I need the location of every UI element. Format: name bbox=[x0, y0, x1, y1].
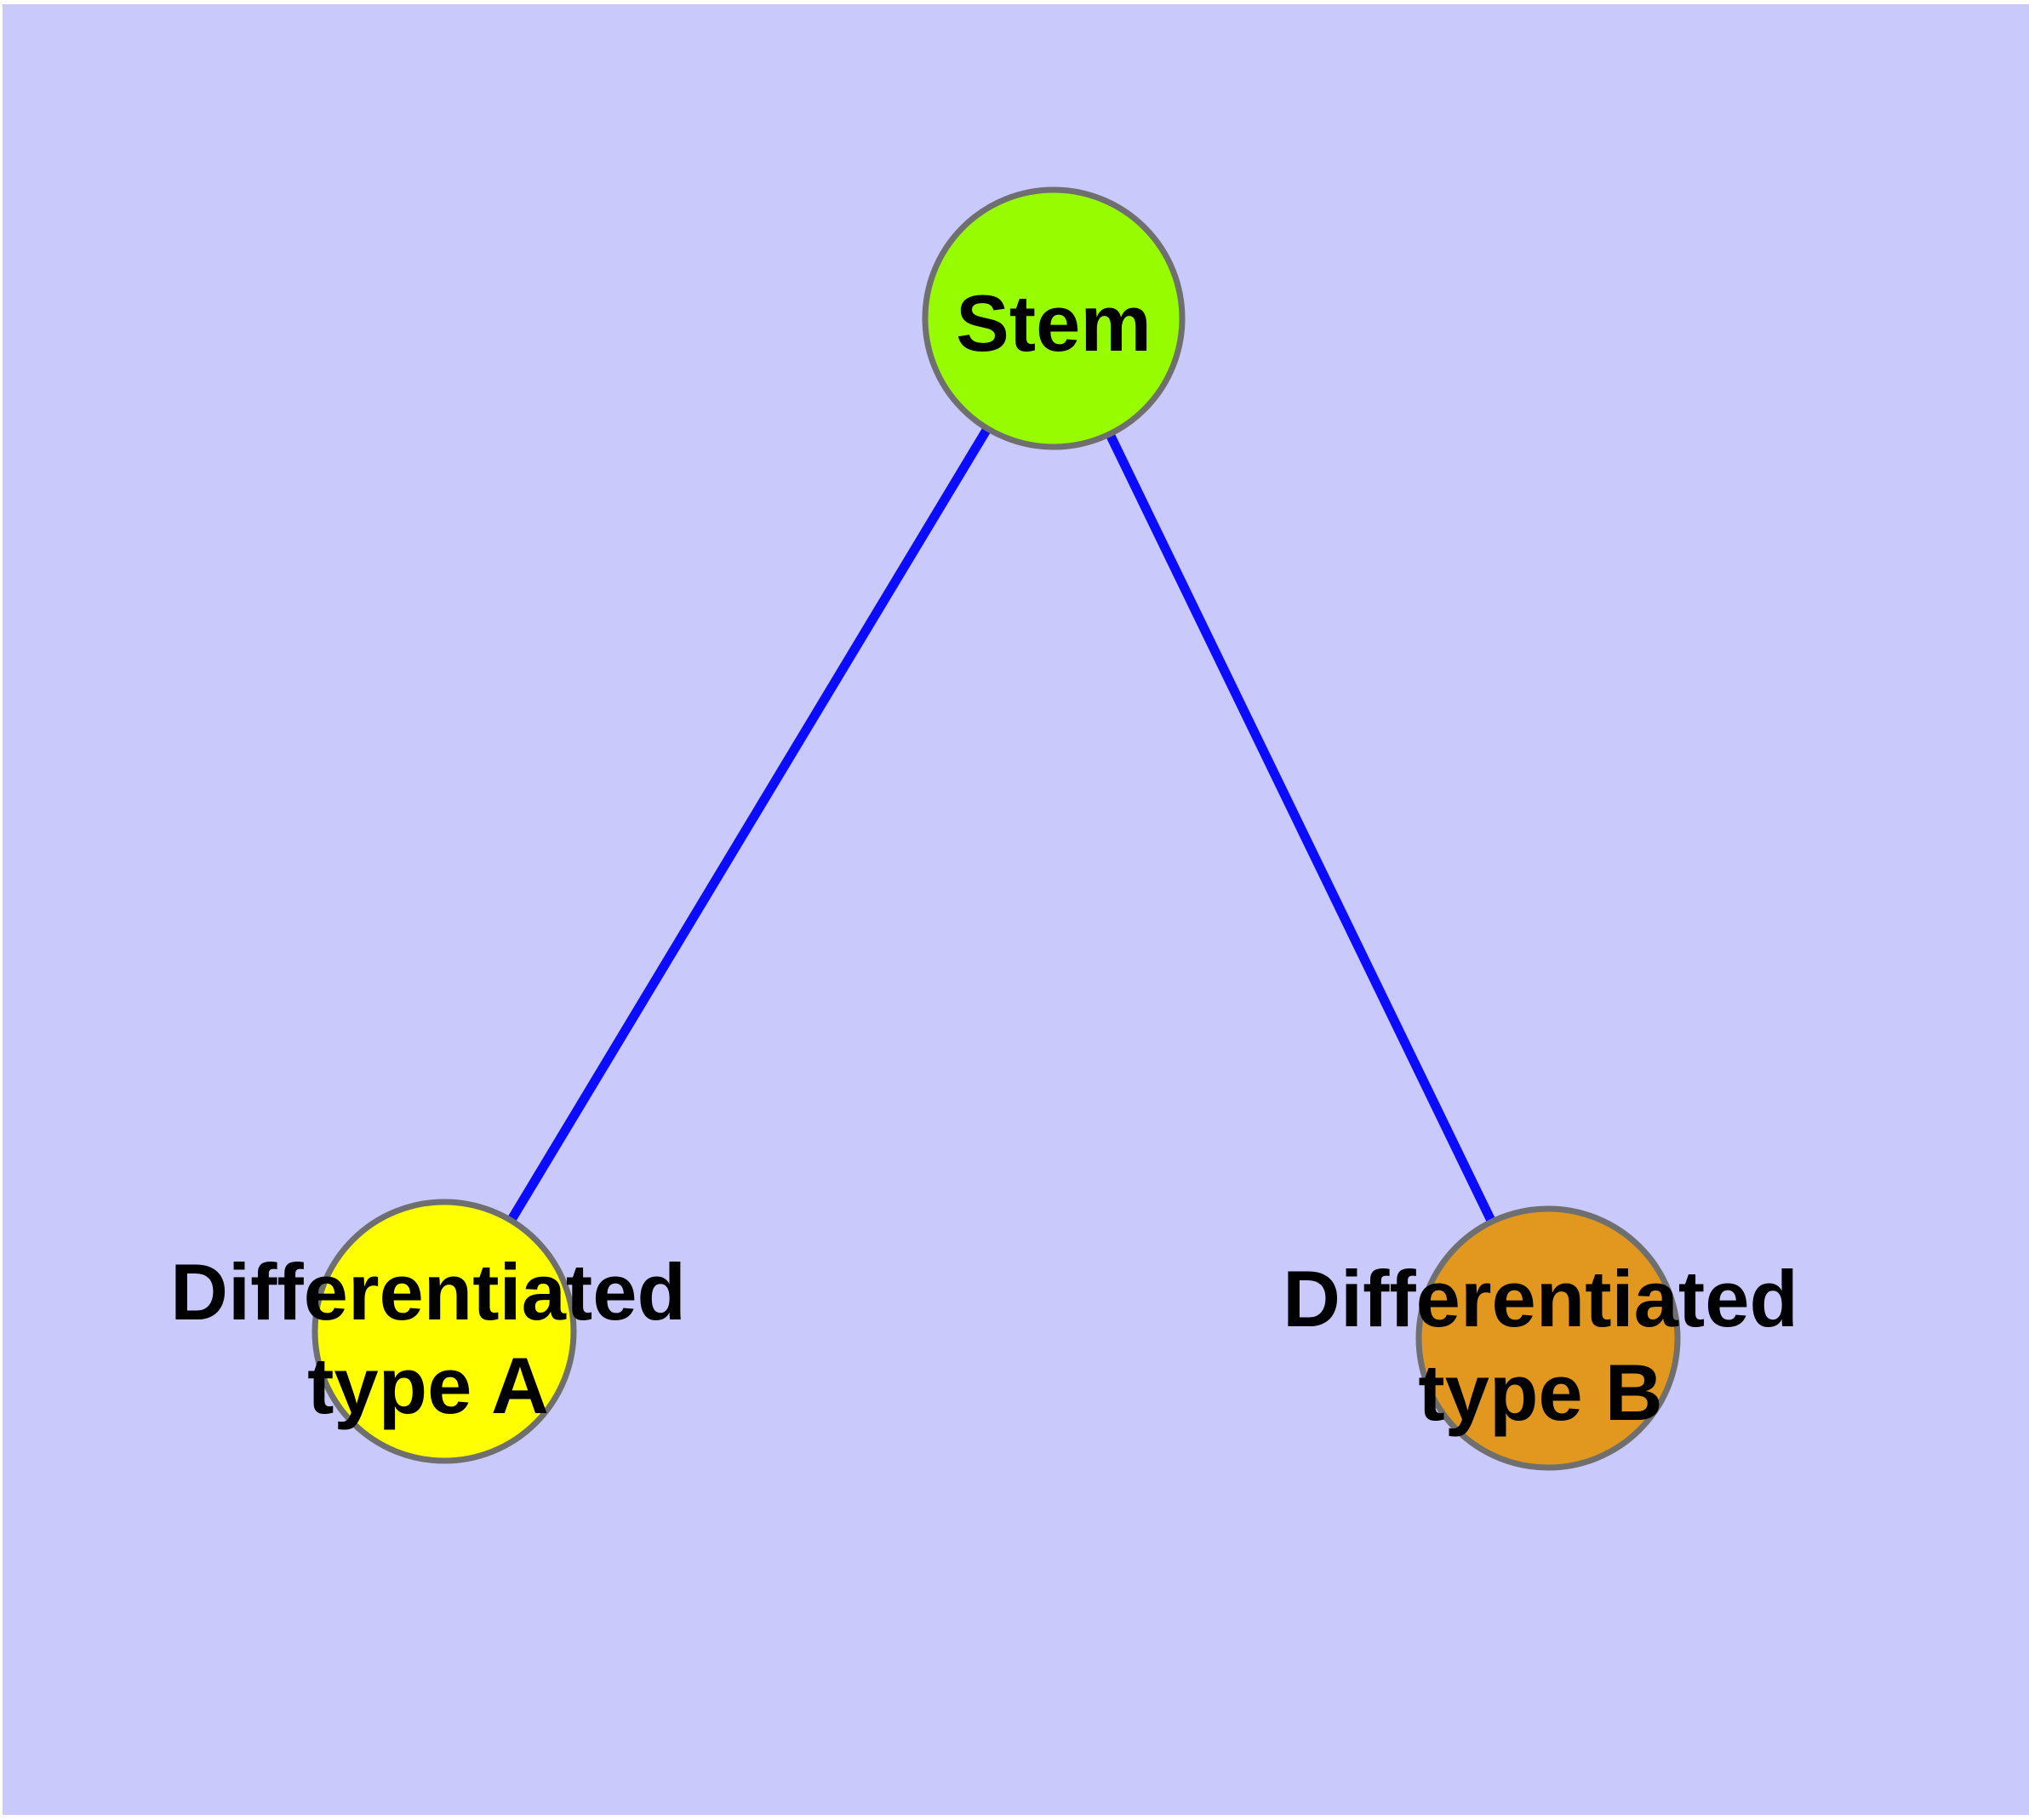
node-type-a-circle bbox=[311, 1199, 577, 1464]
node-type-a-label-line1: Differentiated bbox=[170, 1247, 686, 1336]
node-type-b-circle bbox=[1415, 1205, 1681, 1471]
node-type-a-label-line2: type A bbox=[307, 1341, 549, 1430]
edge-stem-to-type-a bbox=[440, 316, 1058, 1334]
node-stem-label: Stem bbox=[956, 278, 1152, 368]
node-type-b-label-line2: type B bbox=[1418, 1348, 1662, 1437]
node-type-b-label-line1: Differentiated bbox=[1283, 1254, 1798, 1343]
edge-stem-to-type-b bbox=[1049, 316, 1552, 1341]
node-stem-circle bbox=[922, 186, 1186, 450]
